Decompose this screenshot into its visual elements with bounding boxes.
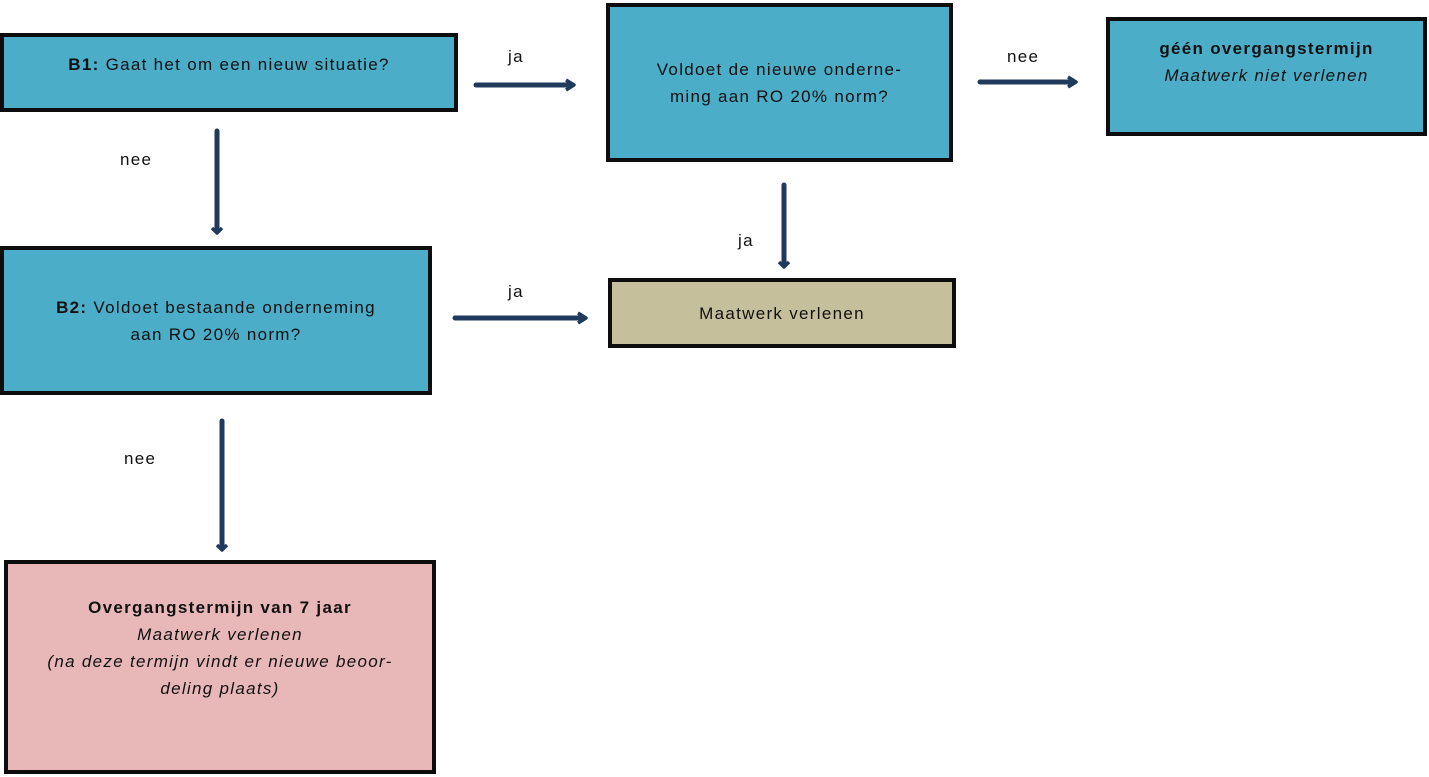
edge-label-nieuwe-ja: ja: [738, 231, 754, 250]
node-overgang-line3: deling plaats): [160, 679, 280, 698]
node-b2-line2: aan RO 20% norm?: [130, 324, 302, 344]
node-overgangstermijn: Overgangstermijn van 7 jaar Maatwerk ver…: [4, 560, 436, 774]
node-b1: B1: Gaat het om een nieuw situatie?: [0, 33, 458, 112]
node-b1-text: B1: Gaat het om een nieuw situatie?: [68, 51, 389, 78]
node-b2-line1-wrap: B2: Voldoet bestaande onderneming: [56, 294, 376, 321]
edge-label-b1-nee: nee: [120, 150, 153, 169]
arrow-b1-to-nieuwe: [473, 78, 576, 92]
arrow-nieuwe-to-maatwerk: [777, 182, 791, 269]
edge-label-nieuwe-nee: nee: [1007, 47, 1040, 66]
node-b1-question: Gaat het om een nieuw situatie?: [105, 55, 390, 74]
node-overgang-title: Overgangstermijn van 7 jaar: [88, 598, 352, 617]
node-nieuwe-norm-line2: ming aan RO 20% norm?: [669, 86, 890, 106]
node-b2-line1: Voldoet bestaande onderneming: [93, 297, 376, 317]
node-overgang-line2: (na deze termijn vindt er nieuwe beoor-: [47, 652, 393, 671]
node-maatwerk-verlenen: Maatwerk verlenen: [608, 278, 956, 348]
edge-label-b2-ja: ja: [508, 282, 524, 301]
edge-label-b1-ja: ja: [508, 47, 524, 66]
node-nieuwe-norm-line1: Voldoet de nieuwe onderne-: [656, 59, 903, 79]
arrow-nieuwe-to-geen: [977, 75, 1078, 89]
node-b1-prefix: B1:: [68, 55, 100, 74]
arrow-b2-to-maatwerk: [452, 311, 588, 325]
node-maatwerk-text: Maatwerk verlenen: [699, 303, 865, 323]
node-geen-overgang-title: géén overgangstermijn: [1159, 39, 1374, 58]
edge-label-b2-nee: nee: [124, 449, 157, 468]
node-geen-overgang-subtitle: Maatwerk niet verlenen: [1164, 66, 1369, 85]
node-nieuwe-norm: Voldoet de nieuwe onderne- ming aan RO 2…: [606, 3, 953, 162]
node-b2: B2: Voldoet bestaande onderneming aan RO…: [0, 246, 432, 395]
node-geen-overgang: géén overgangstermijn Maatwerk niet verl…: [1106, 17, 1427, 136]
arrow-b2-to-overgang: [215, 418, 229, 552]
node-overgang-line1: Maatwerk verlenen: [137, 625, 303, 644]
node-b2-prefix: B2:: [56, 297, 88, 317]
arrow-b1-to-b2: [210, 128, 224, 235]
